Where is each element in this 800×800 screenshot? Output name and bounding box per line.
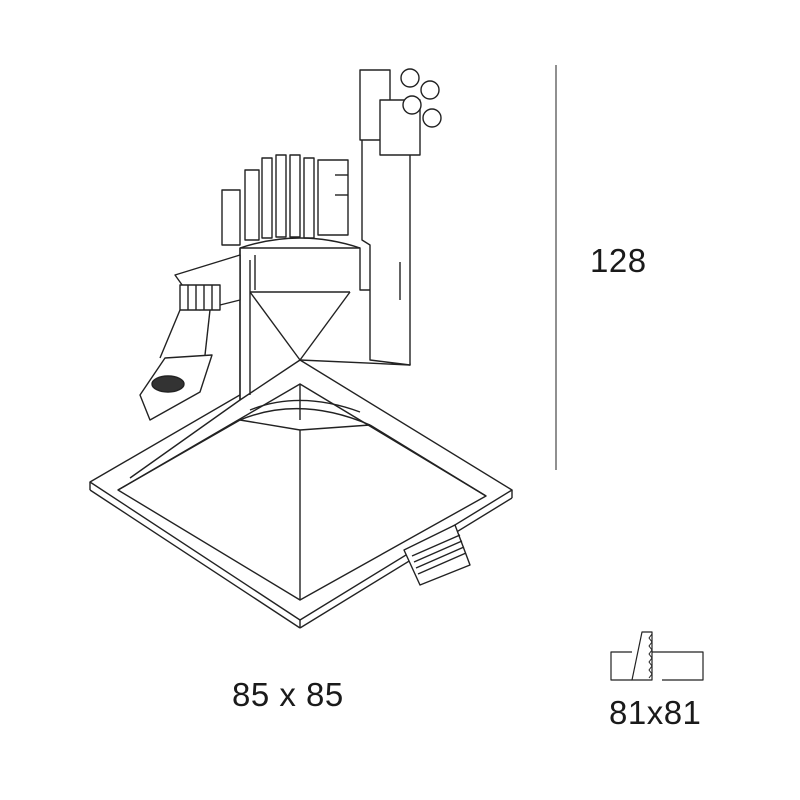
spring-clip-left (139, 254, 241, 421)
driver-fins (221, 154, 349, 246)
cutout-size-label: 81x81 (609, 694, 702, 731)
height-label: 128 (590, 242, 647, 279)
connector-strip (359, 68, 442, 366)
trim-size-label: 85 x 85 (232, 676, 344, 713)
ceiling-cutout-icon (610, 631, 704, 681)
reflector-cone (117, 384, 487, 600)
spring-clip-right (403, 524, 471, 586)
